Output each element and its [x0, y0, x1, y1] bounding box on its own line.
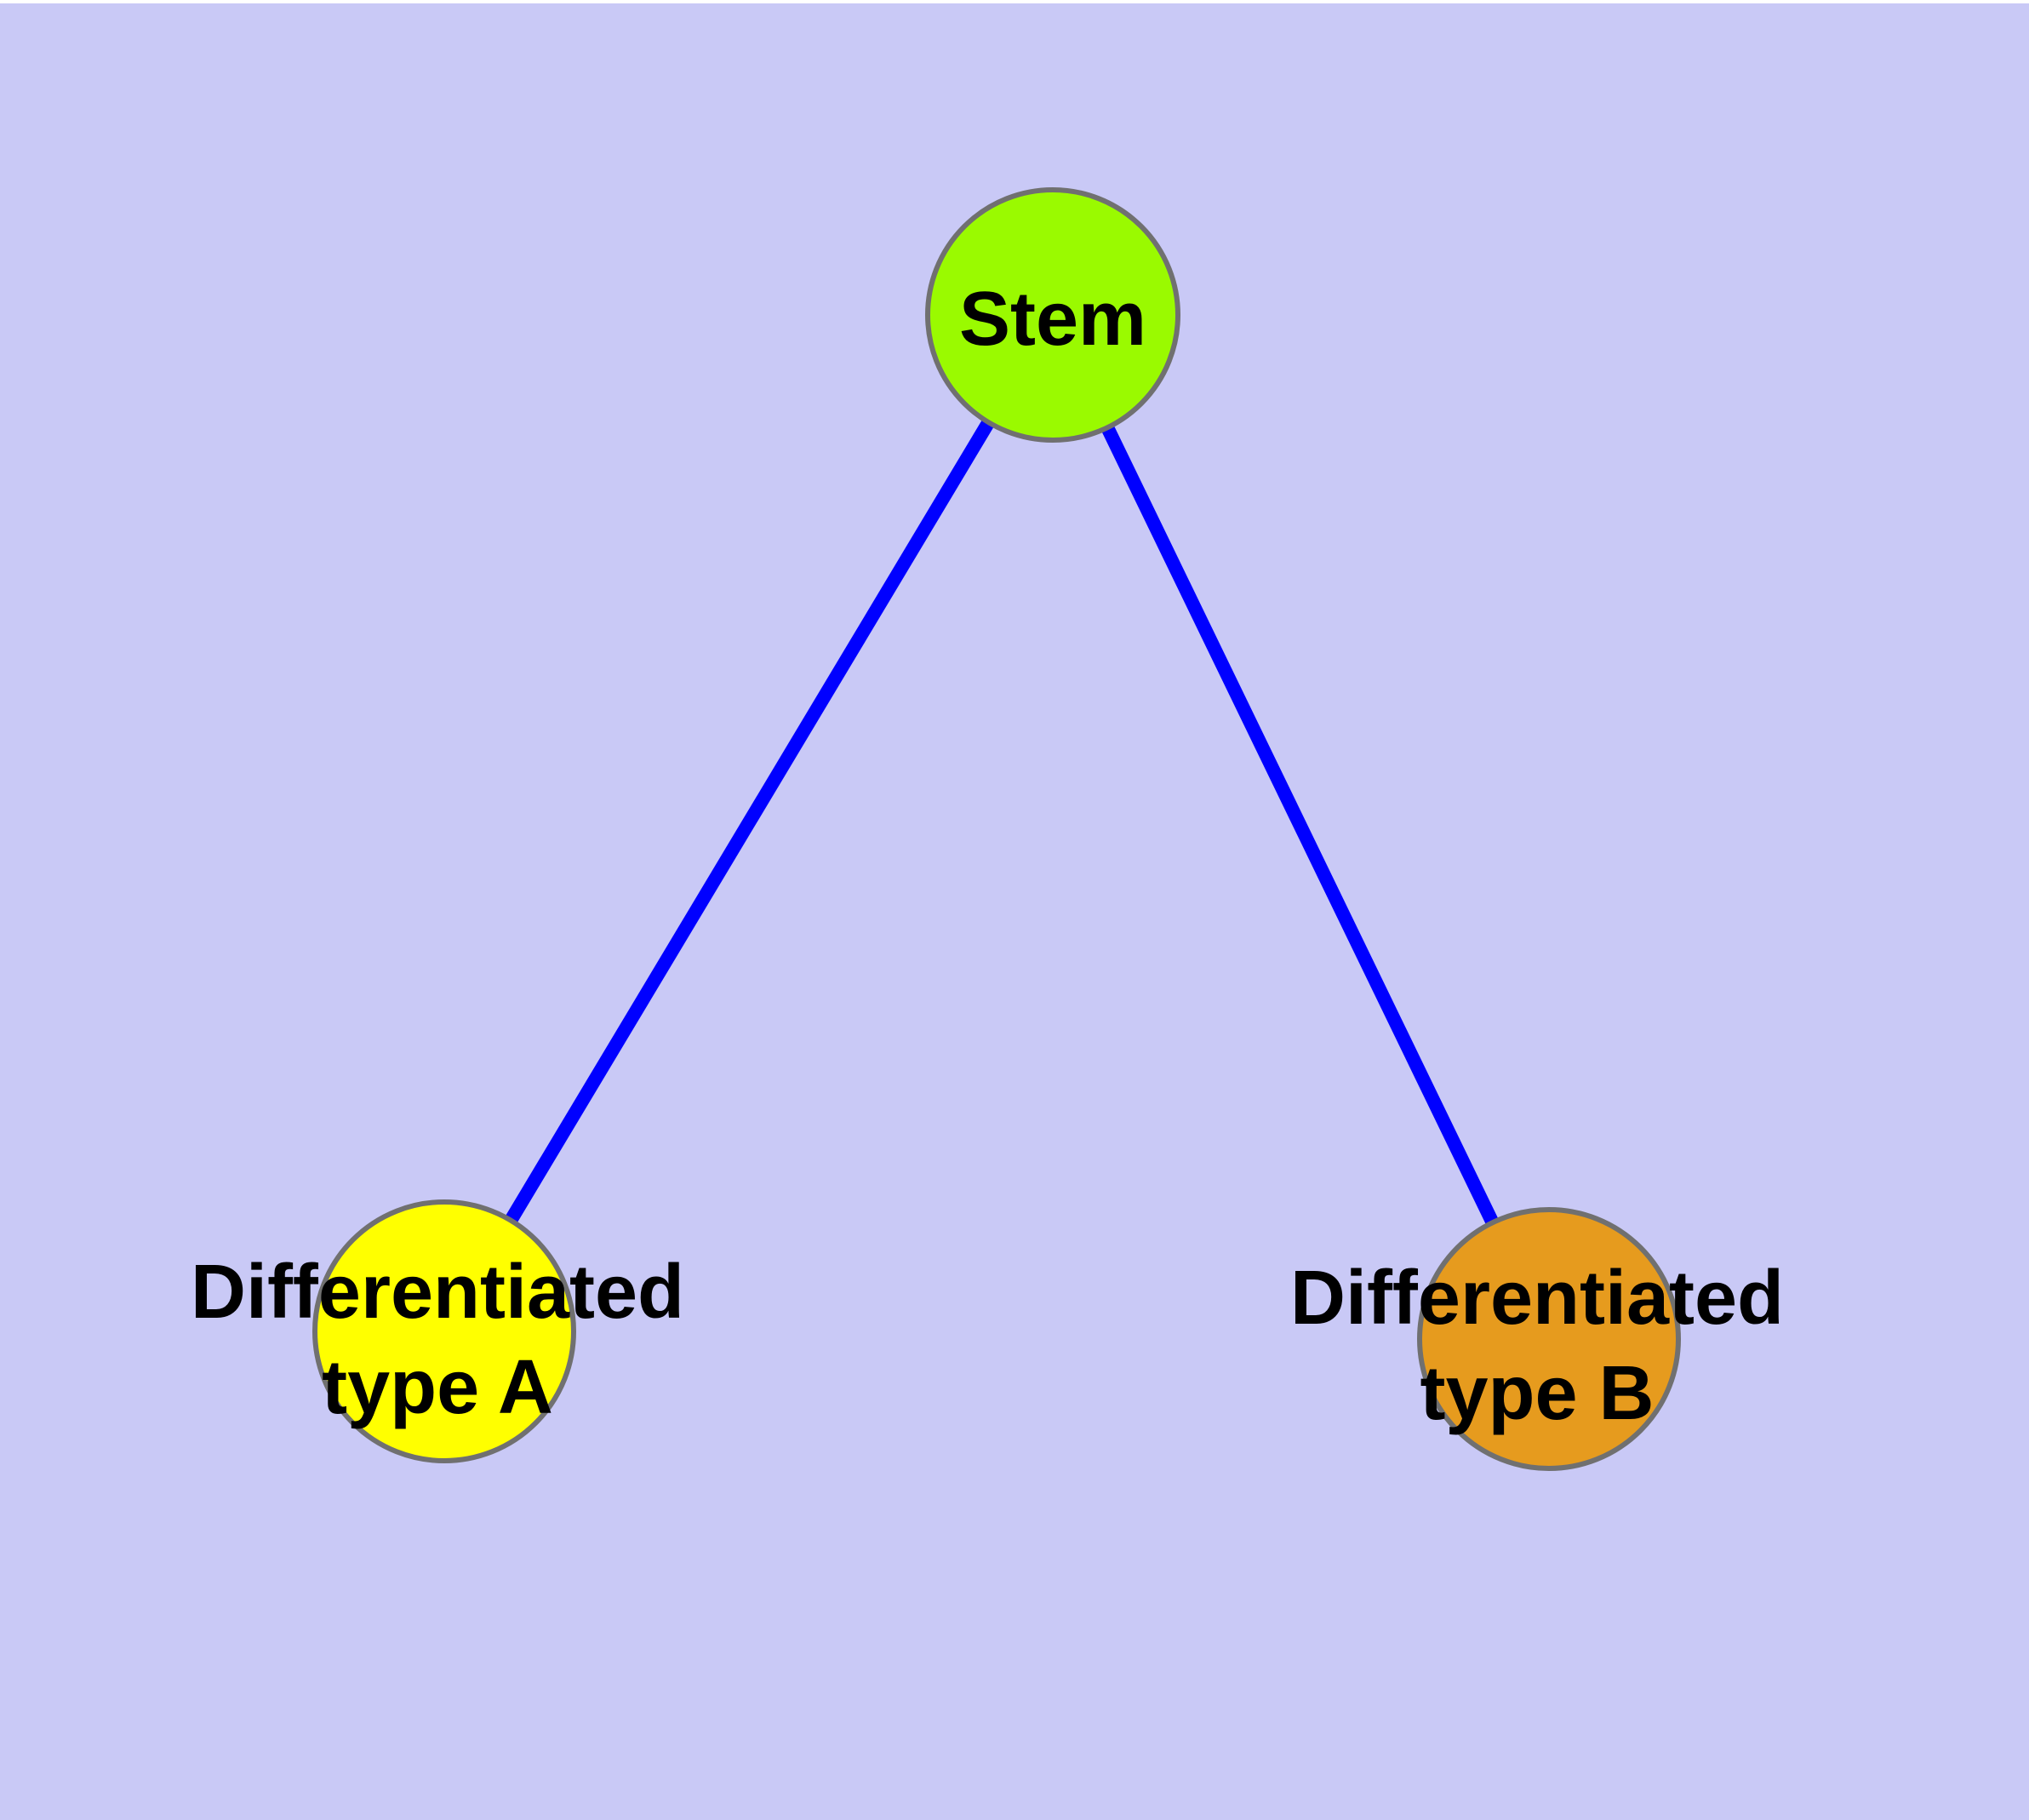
node-stem-circle: [925, 187, 1180, 443]
node-type-a-label-line1: Differentiated: [191, 1250, 684, 1335]
node-type-b-label-line2: type B: [1420, 1351, 1654, 1436]
edge-stem-to-type-a: [438, 311, 1059, 1336]
edge-stem-to-type-b: [1046, 312, 1556, 1342]
node-type-b-label-line1: Differentiated: [1290, 1256, 1784, 1341]
node-type-b-circle: [1417, 1207, 1681, 1471]
node-type-a-circle: [312, 1199, 576, 1463]
top-border: [0, 0, 2029, 3]
node-stem-label: Stem: [959, 277, 1146, 362]
node-type-a-label-line2: type A: [322, 1345, 553, 1430]
